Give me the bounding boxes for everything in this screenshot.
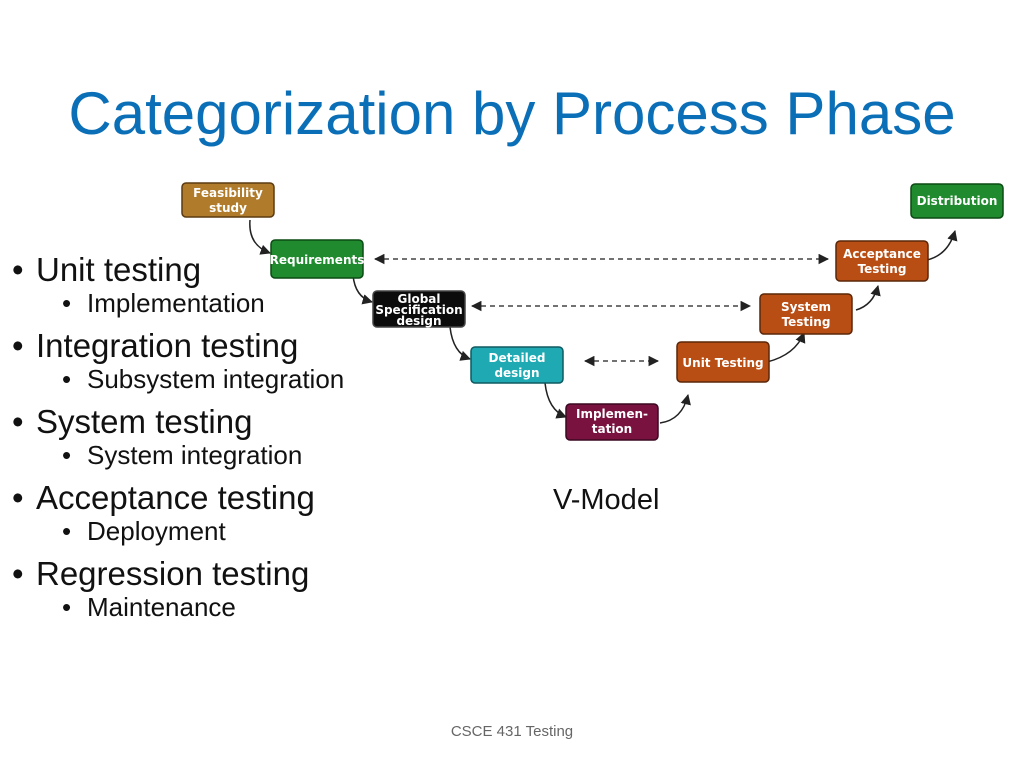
svg-text:Testing: Testing <box>858 262 907 276</box>
bullet-list: Unit testing Implementation Integration … <box>12 250 362 630</box>
phase-unit-testing: Unit Testing <box>676 341 770 383</box>
flow-arrow <box>659 393 691 424</box>
flow-arrow <box>352 274 374 305</box>
phase-global-specification-design: Global Specification design <box>372 290 466 328</box>
bullet-unit-testing: Unit testing <box>12 250 362 290</box>
flow-arrow <box>926 229 958 261</box>
flow-arrow <box>544 382 567 419</box>
svg-text:Distribution: Distribution <box>917 194 998 208</box>
phase-requirements: Requirements <box>270 239 365 279</box>
bullet-system-testing: System testing <box>12 402 362 442</box>
sub-bullet-deployment: Deployment <box>12 516 362 546</box>
svg-text:Implemen-: Implemen- <box>576 407 648 421</box>
svg-text:Detailed: Detailed <box>489 351 546 365</box>
flow-arrow <box>766 332 806 363</box>
svg-text:Acceptance: Acceptance <box>843 247 921 261</box>
sub-bullet-subsystem-integration: Subsystem integration <box>12 364 362 394</box>
sub-bullet-system-integration: System integration <box>12 440 362 470</box>
slide-footer: CSCE 431 Testing <box>450 723 574 740</box>
svg-text:tation: tation <box>592 422 632 436</box>
phase-system-testing: System Testing <box>759 293 853 335</box>
bullet-integration-testing: Integration testing <box>12 326 362 366</box>
phase-detailed-design: Detailed design <box>470 346 564 384</box>
svg-text:design: design <box>494 366 539 380</box>
svg-text:study: study <box>209 201 247 215</box>
slide-title: Categorization by Process Phase <box>68 80 956 147</box>
flow-arrow <box>855 284 881 311</box>
bullet-regression-testing: Regression testing <box>12 554 362 594</box>
sub-bullet-maintenance: Maintenance <box>12 592 362 622</box>
bullet-acceptance-testing: Acceptance testing <box>12 478 362 518</box>
svg-text:design: design <box>396 314 441 328</box>
svg-text:Feasibility: Feasibility <box>193 186 263 200</box>
svg-text:Testing: Testing <box>782 315 831 329</box>
svg-text:System: System <box>781 300 831 314</box>
sub-bullet-implementation: Implementation <box>12 288 362 318</box>
svg-text:Unit Testing: Unit Testing <box>682 356 763 370</box>
svg-text:Requirements: Requirements <box>270 253 365 267</box>
phase-acceptance-testing: Acceptance Testing <box>835 240 929 282</box>
phase-implementation: Implemen- tation <box>565 403 659 441</box>
flow-arrow <box>449 326 471 361</box>
diagram-caption: V-Model <box>553 484 660 516</box>
svg-text:Global: Global <box>397 292 440 306</box>
v-model-diagram: Feasibility study Requirements Global Sp… <box>181 182 1004 441</box>
phase-distribution: Distribution <box>910 183 1004 219</box>
svg-text:Specification: Specification <box>375 303 462 317</box>
flow-arrow <box>249 219 271 255</box>
phase-feasibility-study: Feasibility study <box>181 182 275 218</box>
